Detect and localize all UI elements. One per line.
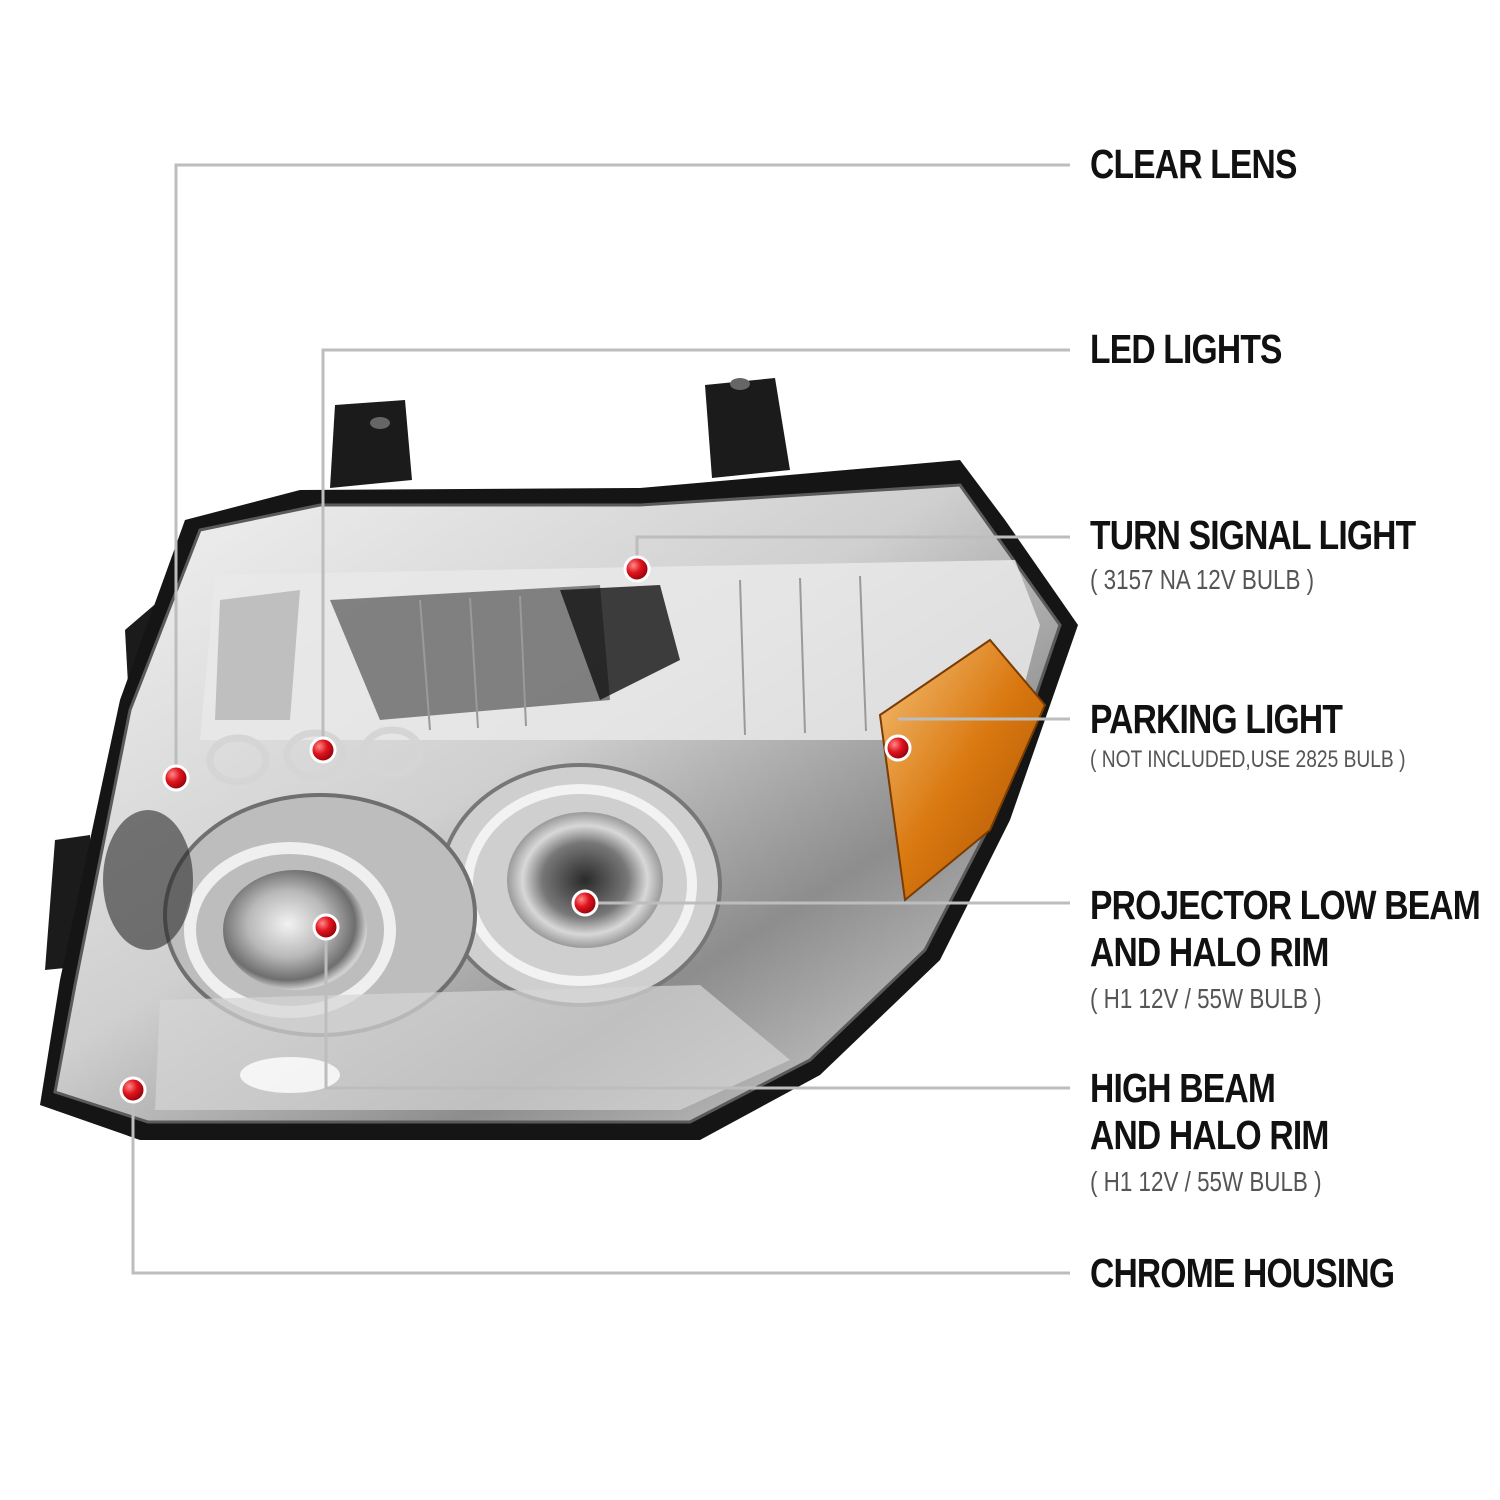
note-projector: ( H1 12V / 55W BULB )	[1090, 983, 1322, 1014]
label-projector-line2: AND HALO RIM	[1090, 929, 1329, 975]
label-chrome-housing: CHROME HOUSING	[1090, 1250, 1395, 1296]
marker-chrome-housing	[119, 1076, 147, 1104]
marker-high-beam	[312, 913, 340, 941]
marker-clear-lens	[162, 764, 190, 792]
leader-high-beam	[324, 927, 1070, 1090]
label-high-beam-line2: AND HALO RIM	[1090, 1112, 1329, 1158]
label-parking: PARKING LIGHT	[1090, 696, 1343, 742]
label-turn-signal: TURN SIGNAL LIGHT	[1090, 512, 1416, 558]
note-turn-signal: ( 3157 NA 12V BULB )	[1090, 564, 1315, 595]
leader-clear-lens	[174, 163, 1070, 778]
note-parking: ( NOT INCLUDED,USE 2825 BULB )	[1090, 746, 1406, 773]
label-projector-line1: PROJECTOR LOW BEAM	[1090, 882, 1481, 928]
marker-parking	[884, 734, 912, 762]
label-led-lights: LED LIGHTS	[1090, 326, 1282, 372]
marker-turn-signal	[623, 555, 651, 583]
leader-led-lights	[321, 348, 1070, 750]
projector-low-beam	[438, 763, 722, 1007]
red-dot-markers	[119, 555, 912, 1104]
label-high-beam-line1: HIGH BEAM	[1090, 1065, 1276, 1111]
marker-led-lights	[309, 736, 337, 764]
leader-lines	[131, 163, 1070, 1275]
label-clear-lens: CLEAR LENS	[1090, 141, 1297, 187]
marker-projector	[571, 889, 599, 917]
note-high-beam: ( H1 12V / 55W BULB )	[1090, 1166, 1322, 1197]
amber-parking-lens	[878, 638, 1047, 902]
led-rings	[206, 726, 424, 786]
leader-chrome-housing	[131, 1090, 1070, 1275]
